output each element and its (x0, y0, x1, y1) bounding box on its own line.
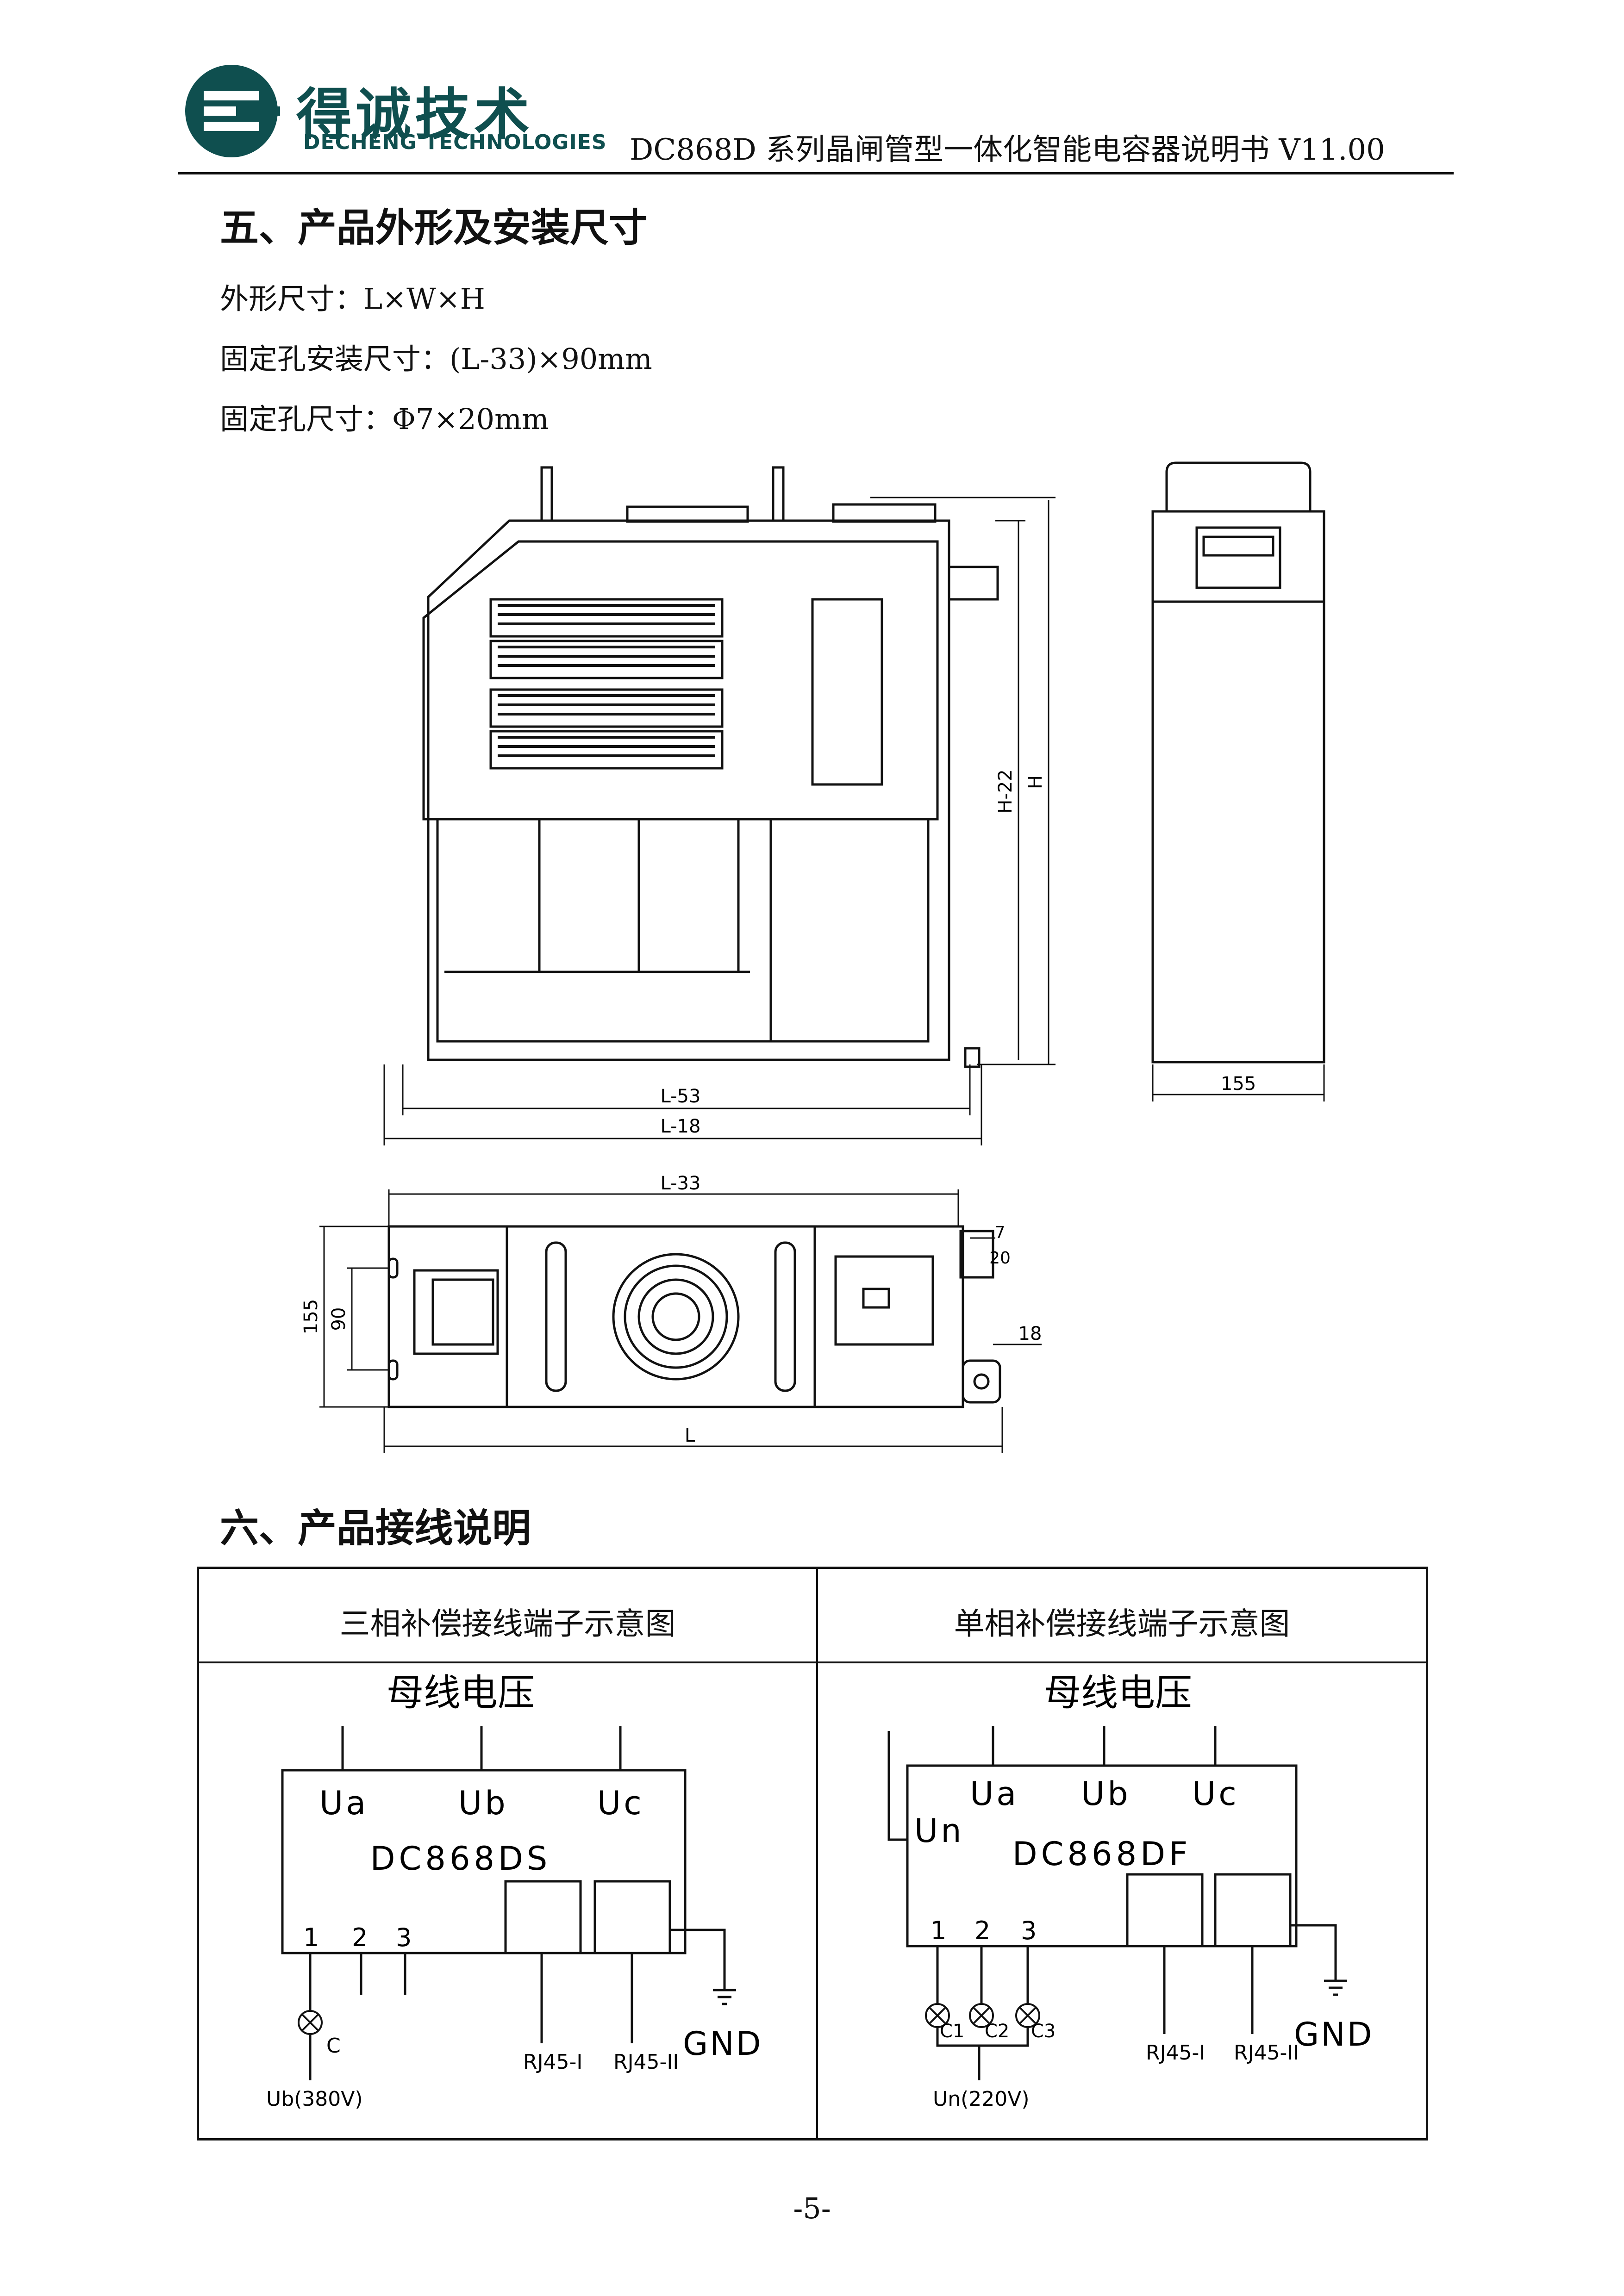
supply-label: Ub(380V) (266, 2087, 363, 2111)
dimension-drawing: L-53 L-18 H-22 H 155 (300, 461, 1325, 1453)
phase-Uc: Uc (597, 1784, 644, 1822)
spec-outline-size: 外形尺寸：L×W×H (220, 282, 485, 316)
dim-L-33: L-33 (661, 1173, 701, 1194)
phase-Ub: Ub (1081, 1775, 1131, 1813)
bus-voltage-label: 母线电压 (1044, 1671, 1192, 1714)
wiring-table: 三相补偿接线端子示意图 单相补偿接线端子示意图 (197, 1567, 1428, 2140)
bus-voltage-label: 母线电压 (387, 1671, 535, 1714)
dim-18: 18 (1018, 1323, 1042, 1344)
gnd-label: GND (1294, 2016, 1374, 2053)
logo-english-name: DECHENG TECHNOLOGIES (303, 131, 607, 154)
dim-H-22: H-22 (995, 769, 1016, 813)
top-view (387, 1225, 1001, 1408)
capacitor-lamp-icons (925, 2003, 1040, 2028)
dim-20: 20 (989, 1249, 1011, 1268)
dim-H: H (1025, 775, 1046, 789)
capacitor-C2: C2 (985, 2021, 1009, 2042)
rj45-II-label: RJ45-II (613, 2050, 679, 2074)
header-three-phase: 三相补偿接线端子示意图 (339, 1606, 676, 1642)
dim-side-155: 155 (1221, 1073, 1256, 1095)
phase-Ub: Ub (458, 1784, 508, 1822)
header-rule (178, 172, 1454, 174)
dim-7: 7 (995, 1223, 1006, 1242)
spec-mount-hole-spacing: 固定孔安装尺寸：(L-33)×90mm (220, 342, 652, 376)
dim-top-90: 90 (328, 1307, 350, 1331)
header: 得诚技术 DECHENG TECHNOLOGIES DC868D 系列晶闸管型一… (0, 0, 1624, 194)
top-dimension-lines (319, 1189, 1042, 1453)
terminal-2: 2 (352, 1923, 368, 1952)
header-single-phase: 单相补偿接线端子示意图 (954, 1606, 1290, 1642)
page-number: -5- (793, 2191, 831, 2225)
dim-L-18: L-18 (661, 1116, 701, 1137)
gnd-label: GND (683, 2025, 763, 2063)
dim-L: L (685, 1425, 695, 1446)
front-view (422, 466, 999, 1068)
model-DC868DS: DC868DS (370, 1840, 551, 1878)
document-title: DC868D 系列晶闸管型一体化智能电容器说明书 V11.00 (630, 133, 1385, 167)
capacitor-label: C (326, 2034, 341, 2058)
rj45-II-label: RJ45-II (1234, 2041, 1299, 2065)
phase-Ua: Ua (970, 1775, 1019, 1813)
section-title-dimensions: 五、产品外形及安装尺寸 (220, 205, 648, 250)
supply-label: Un(220V) (933, 2087, 1030, 2111)
front-dimension-lines (383, 497, 1056, 1145)
dim-L-53: L-53 (661, 1086, 701, 1107)
neutral-Un: Un (914, 1812, 964, 1850)
rj45-I-label: RJ45-I (523, 2050, 582, 2074)
phase-Uc: Uc (1192, 1775, 1239, 1813)
terminal-3: 3 (1021, 1916, 1037, 1945)
spec-mount-hole-size: 固定孔尺寸：Φ7×20mm (220, 402, 549, 436)
table-vertical-divider (816, 1569, 818, 2138)
capacitor-lamp-icon (298, 2010, 323, 2035)
terminal-2: 2 (974, 1916, 990, 1945)
terminal-1: 1 (931, 1916, 946, 1945)
table-header-divider (199, 1661, 1426, 1663)
dim-top-155: 155 (300, 1299, 322, 1334)
section-title-wiring: 六、产品接线说明 (220, 1506, 531, 1551)
single-phase-wiring-diagram: 母线电压 Un Ua Ub Uc DC868DF 1 2 3 C1 C2 C3 … (887, 1671, 1374, 2111)
three-phase-wiring-diagram: 母线电压 Ua Ub Uc DC868DS 1 2 3 RJ45-I RJ45-… (266, 1671, 763, 2111)
company-logo (185, 65, 280, 157)
rj45-I-label: RJ45-I (1146, 2041, 1205, 2065)
side-dimension-lines (1152, 1064, 1325, 1101)
logo-chinese-name: 得诚技术 (296, 83, 533, 147)
capacitor-C3: C3 (1031, 2021, 1056, 2042)
capacitor-C1: C1 (940, 2021, 964, 2042)
front-vent-slots (498, 604, 715, 757)
side-view (1151, 461, 1325, 1064)
phase-Ua: Ua (319, 1784, 369, 1822)
model-DC868DF: DC868DF (1012, 1835, 1192, 1873)
terminal-3: 3 (396, 1923, 412, 1952)
terminal-1: 1 (303, 1923, 319, 1952)
